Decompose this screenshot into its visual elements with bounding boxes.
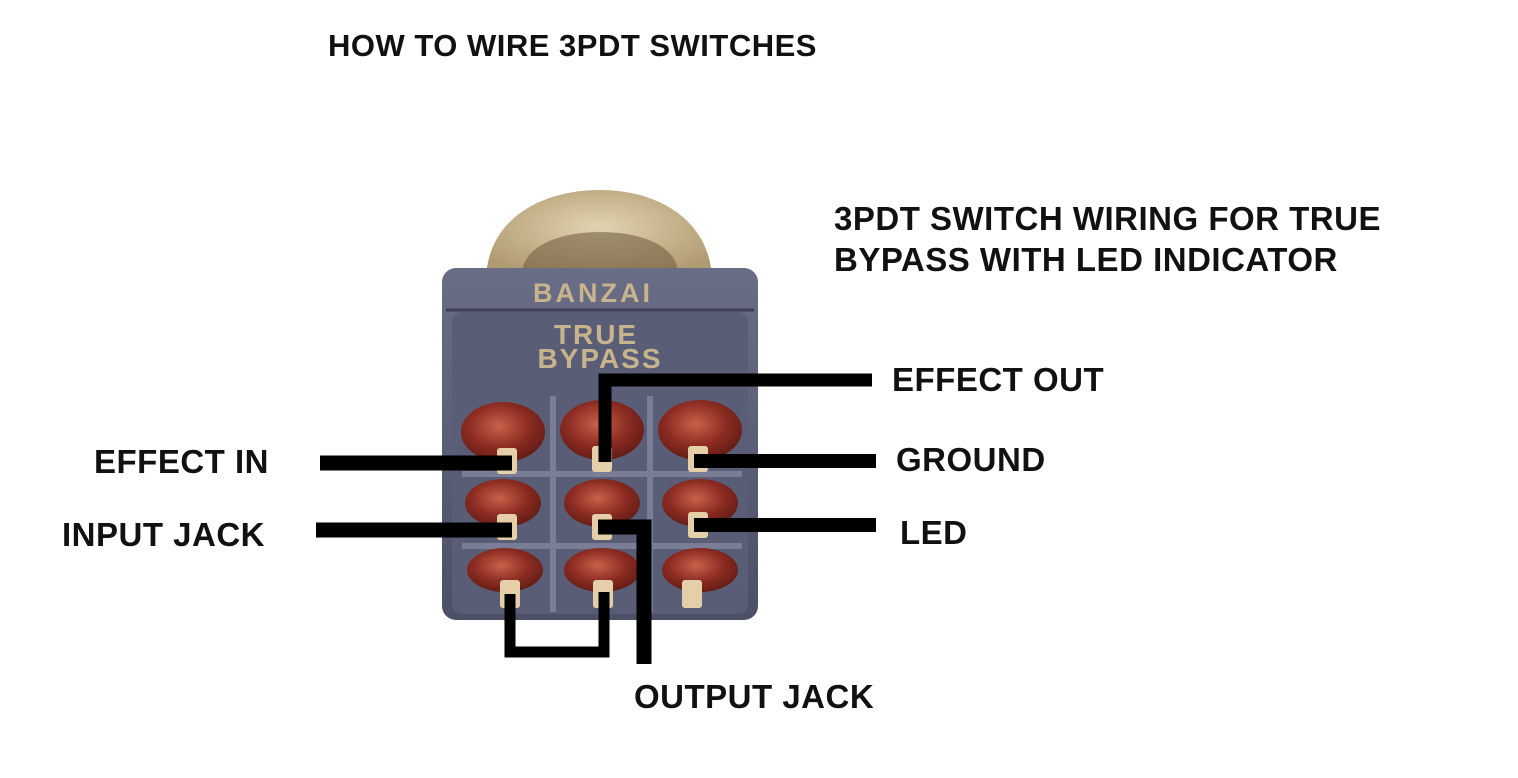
subtitle-line-1: 3PDT SWITCH WIRING FOR TRUE <box>834 200 1381 237</box>
page-title: HOW TO WIRE 3PDT SWITCHES <box>328 28 817 63</box>
switch-brand-text: BANZAI <box>533 278 653 308</box>
wire-output-jack <box>598 519 652 664</box>
label-input-jack: INPUT JACK <box>62 516 266 553</box>
label-effect-out: EFFECT OUT <box>892 361 1105 398</box>
subtitle-line-2: BYPASS WITH LED INDICATOR <box>834 241 1338 278</box>
label-ground: GROUND <box>896 441 1046 478</box>
label-output-jack: OUTPUT JACK <box>634 678 875 715</box>
switch-model-line-2: BYPASS <box>537 343 662 374</box>
wire-jumper <box>504 592 610 658</box>
lug-bottom-right <box>662 548 738 608</box>
switch-bushing <box>486 190 712 282</box>
wires <box>316 373 876 664</box>
label-led: LED <box>900 514 968 551</box>
switch-model-line-1: TRUE <box>554 319 638 350</box>
label-effect-in: EFFECT IN <box>94 443 269 480</box>
diagram-subtitle: 3PDT SWITCH WIRING FOR TRUE BYPASS WITH … <box>834 198 1381 280</box>
wire-effect-out <box>598 373 872 462</box>
